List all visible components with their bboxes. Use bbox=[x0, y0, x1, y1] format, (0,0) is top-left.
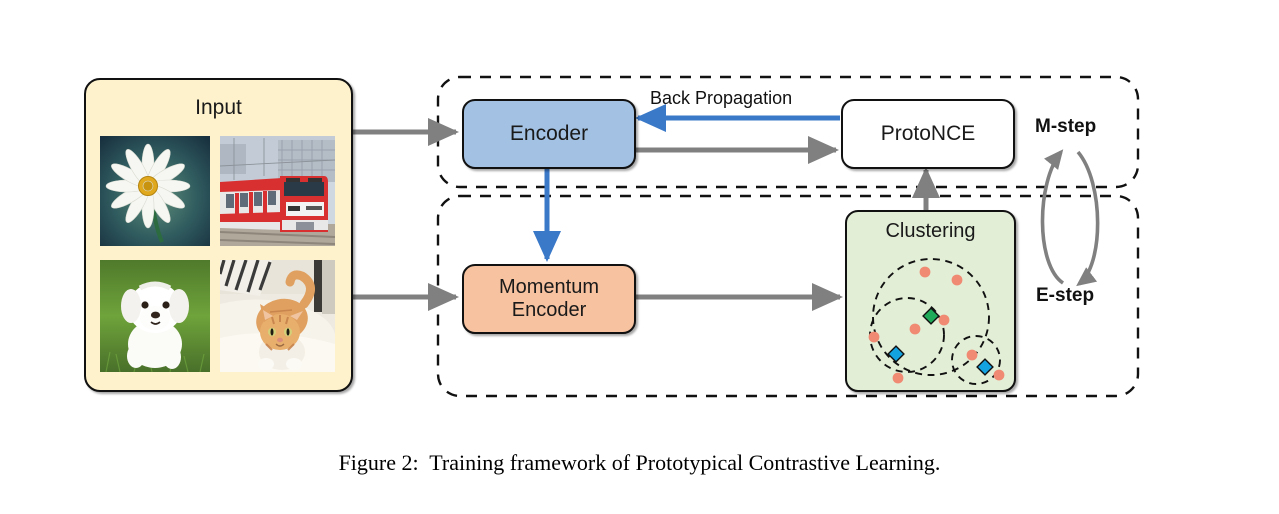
input-panel-title: Input bbox=[195, 96, 242, 119]
momentum-encoder-label-line1: Momentum bbox=[498, 276, 600, 298]
train-thumbnail bbox=[220, 136, 335, 246]
momentum-encoder-node[interactable]: Momentum Encoder bbox=[462, 264, 636, 334]
sample-dot-4 bbox=[909, 323, 921, 335]
sample-dot-8 bbox=[993, 369, 1005, 381]
momentum-encoder-label-line2: Encoder bbox=[511, 299, 587, 321]
flower-thumbnail bbox=[100, 136, 210, 246]
back-propagation-label: Back Propagation bbox=[650, 88, 793, 108]
large-cluster bbox=[872, 258, 990, 376]
protonce-node[interactable]: ProtoNCE bbox=[841, 99, 1015, 169]
arrow-loop-down-to-e-step bbox=[1076, 150, 1100, 287]
m-step-region bbox=[436, 75, 1140, 189]
figure-caption: Figure 2: Training framework of Prototyp… bbox=[0, 450, 1279, 476]
m-step-label: M-step bbox=[1035, 116, 1097, 137]
clustering-node[interactable]: Clustering bbox=[845, 210, 1016, 392]
encoder-node[interactable]: Encoder bbox=[462, 99, 636, 169]
encoder-node-label: Encoder bbox=[509, 121, 589, 145]
sample-dot-6 bbox=[892, 372, 904, 384]
sample-dot-2 bbox=[951, 274, 963, 286]
figure-caption-text: Training framework of Prototypical Contr… bbox=[429, 450, 941, 475]
blue-prototype-2 bbox=[976, 358, 994, 376]
sample-dot-1 bbox=[919, 266, 931, 278]
dog-thumbnail bbox=[100, 260, 210, 372]
sample-dot-3 bbox=[938, 314, 950, 326]
blue-prototype-1 bbox=[887, 345, 905, 363]
green-prototype bbox=[922, 307, 940, 325]
input-panel: Input bbox=[84, 78, 353, 392]
clustering-scatter-plot bbox=[868, 258, 1005, 385]
protonce-node-label: ProtoNCE bbox=[880, 121, 976, 145]
clustering-node-label: Clustering bbox=[885, 220, 976, 242]
arrow-loop-up-to-m-step bbox=[1040, 149, 1065, 285]
small-cluster bbox=[951, 335, 1001, 385]
sample-dot-7 bbox=[966, 349, 978, 361]
e-step-label: E-step bbox=[1036, 285, 1095, 306]
figure-number: Figure 2: bbox=[338, 450, 419, 475]
sample-dot-5 bbox=[868, 331, 880, 343]
cat-thumbnail bbox=[220, 260, 335, 372]
